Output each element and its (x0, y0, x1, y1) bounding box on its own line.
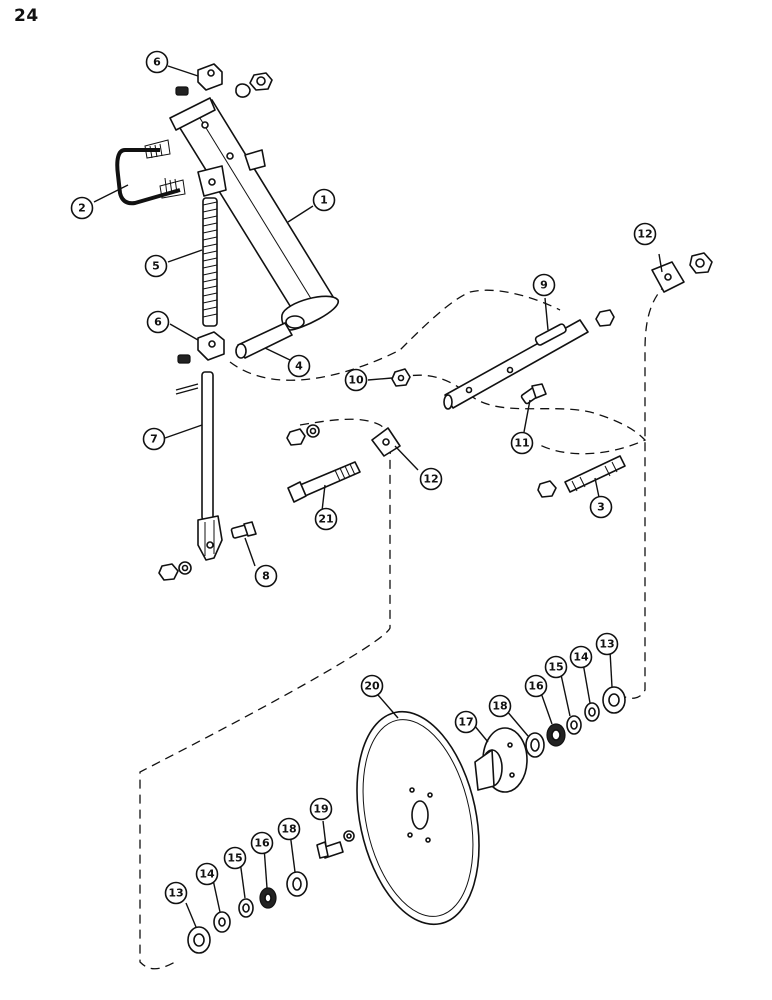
callout-6-top: 6 (145, 50, 169, 74)
callout-10: 10 (344, 368, 368, 392)
u-bolt-part-2 (115, 139, 186, 206)
callout-11: 11 (510, 431, 534, 455)
clevis-rod-part-7 (175, 371, 223, 561)
slotted-bar-part-9 (443, 319, 589, 410)
long-bolt-part-21 (287, 461, 361, 503)
bearing-part-18-upper (525, 732, 545, 758)
callout-21: 21 (314, 507, 338, 531)
callout-16-lower: 16 (250, 831, 274, 855)
bearing-part-18-lower (286, 871, 308, 897)
svg-text:1: 1 (320, 194, 328, 207)
assembly-dashed-line-right (619, 274, 681, 699)
seal-part-16-upper (546, 723, 566, 747)
nut-washer-middle (286, 424, 320, 446)
svg-text:11: 11 (514, 437, 529, 450)
spacer-part-15-lower (238, 898, 254, 918)
callout-8: 8 (254, 564, 278, 588)
callout-12-upper: 12 (633, 222, 657, 246)
svg-text:21: 21 (318, 513, 333, 526)
callout-2: 2 (70, 196, 94, 220)
assembly-dashed-line-middle (397, 374, 647, 455)
svg-text:13: 13 (599, 638, 614, 651)
assembly-dashed-line-left (139, 418, 392, 970)
svg-text:15: 15 (548, 661, 563, 674)
bolt-part-8 (230, 521, 257, 539)
svg-text:18: 18 (492, 700, 507, 713)
plate-part-12-upper (651, 252, 713, 293)
clamp-block-part-6-top (175, 63, 223, 96)
washer-part-14-upper (584, 702, 600, 722)
cap-part-13-upper (602, 686, 626, 714)
bolt-part-11 (520, 383, 547, 405)
callout-15-lower: 15 (223, 846, 247, 870)
callout-20: 20 (360, 674, 384, 698)
callout-9: 9 (532, 273, 556, 297)
callout-13-upper: 13 (595, 632, 619, 656)
callout-18-upper: 18 (488, 694, 512, 718)
nut-washer-bottom-left (158, 561, 192, 581)
washer-part-14-lower (213, 911, 231, 933)
svg-text:2: 2 (78, 202, 86, 215)
svg-text:14: 14 (199, 868, 215, 881)
svg-text:4: 4 (295, 360, 303, 373)
threaded-rod-part-5 (202, 197, 218, 327)
nut-washer-top (235, 72, 273, 98)
svg-text:7: 7 (150, 433, 158, 446)
sleeve-part-4 (235, 322, 293, 359)
svg-text:13: 13 (168, 887, 183, 900)
callout-19: 19 (309, 797, 333, 821)
callout-16-upper: 16 (524, 674, 548, 698)
callout-4: 4 (287, 354, 311, 378)
callout-1: 1 (312, 188, 336, 212)
svg-text:10: 10 (348, 374, 364, 387)
svg-text:6: 6 (153, 56, 161, 69)
svg-text:17: 17 (458, 716, 473, 729)
callout-13-lower: 13 (164, 881, 188, 905)
svg-text:16: 16 (254, 837, 270, 850)
callout-12-lower: 12 (419, 467, 443, 491)
svg-text:3: 3 (597, 501, 605, 514)
callout-6-lower: 6 (146, 310, 170, 334)
callout-5: 5 (144, 254, 168, 278)
callout-7: 7 (142, 427, 166, 451)
clamp-block-part-6-lower (177, 331, 225, 364)
callout-14-lower: 14 (195, 862, 219, 886)
hub-part-17 (474, 727, 528, 793)
seal-part-16-lower (259, 887, 277, 909)
callout-18-lower: 18 (277, 817, 301, 841)
arm-part-1 (169, 97, 339, 331)
cap-part-13-lower (187, 926, 211, 954)
svg-text:18: 18 (281, 823, 296, 836)
spacer-part-15-upper (566, 715, 582, 735)
page-number: 24 (14, 6, 39, 26)
svg-text:16: 16 (528, 680, 544, 693)
callout-14-upper: 14 (569, 645, 593, 669)
callout-3: 3 (589, 495, 613, 519)
svg-text:14: 14 (573, 651, 589, 664)
callout-17: 17 (454, 710, 478, 734)
nut-part-10 (391, 368, 411, 387)
svg-text:6: 6 (154, 316, 162, 329)
svg-text:19: 19 (313, 803, 328, 816)
svg-text:15: 15 (227, 852, 242, 865)
svg-text:5: 5 (152, 260, 160, 273)
bolt-part-19 (316, 830, 355, 859)
svg-text:9: 9 (540, 279, 548, 292)
svg-text:12: 12 (637, 228, 652, 241)
plate-part-12-lower (371, 427, 401, 457)
svg-text:8: 8 (262, 570, 270, 583)
svg-text:20: 20 (364, 680, 380, 693)
stud-part-3 (537, 455, 626, 498)
svg-text:12: 12 (423, 473, 438, 486)
nut-part-9 (595, 309, 615, 327)
callout-15-upper: 15 (544, 655, 568, 679)
disc-part-20 (356, 710, 480, 926)
